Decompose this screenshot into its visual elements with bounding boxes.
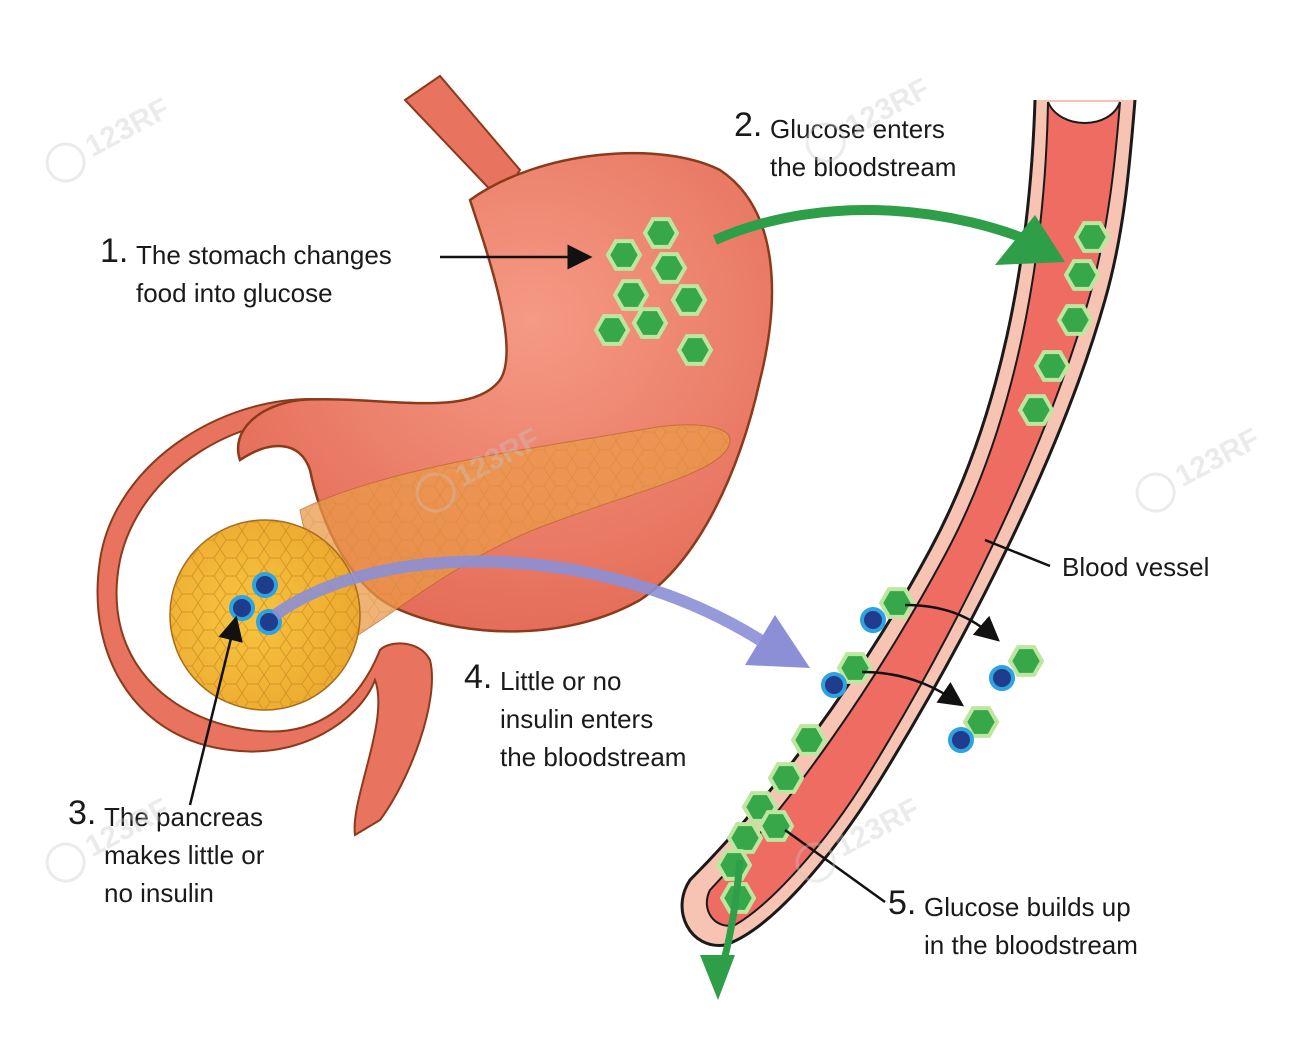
glucose-hexagon xyxy=(715,849,753,881)
step5-line2: in the bloodstream xyxy=(924,930,1138,960)
green-arrow-out-of-vessel xyxy=(700,859,744,1000)
step4-line1: Little or no xyxy=(500,666,622,696)
glucose-hexagon xyxy=(767,762,805,794)
label-step4: 4. Little or no insulin enters the blood… xyxy=(464,658,687,776)
blue-arrow-to-vessel xyxy=(271,555,810,668)
step4-line2: insulin enters xyxy=(500,704,654,734)
step3-line3: no insulin xyxy=(104,878,214,908)
step1-number: 1. xyxy=(100,232,129,270)
glucose-hexagon xyxy=(670,284,708,316)
label-step5: 5. Glucose builds up in the bloodstream xyxy=(888,884,1138,964)
glucose-hexagon xyxy=(1033,350,1071,382)
glucose-molecules xyxy=(593,217,1111,914)
label-blood-vessel: Blood vessel xyxy=(1062,552,1210,582)
glucose-hexagon xyxy=(650,252,688,284)
green-arrow-to-vessel xyxy=(713,204,1065,265)
glucose-hexagon xyxy=(612,279,650,311)
glucose-hexagon xyxy=(1017,394,1055,426)
insulin-dot xyxy=(989,665,1015,691)
glucose-hexagon xyxy=(631,307,669,339)
glucose-hexagon xyxy=(1007,645,1045,677)
glucose-hexagon xyxy=(1063,259,1101,291)
step1-line2: food into glucose xyxy=(136,278,333,308)
glucose-hexagon xyxy=(836,652,874,684)
insulin-dot xyxy=(948,727,974,753)
step4-number: 4. xyxy=(464,658,493,696)
insulin-dot xyxy=(252,572,278,598)
insulin-dot xyxy=(821,672,847,698)
glucose-hexagon xyxy=(1056,304,1094,336)
label-step3: 3. The pancreas makes little or no insul… xyxy=(68,794,265,912)
step3-line2: makes little or xyxy=(104,840,265,870)
glucose-hexagon xyxy=(642,217,680,249)
label-step1: 1. The stomach changes food into glucose xyxy=(100,232,392,312)
step3-line1: The pancreas xyxy=(104,802,263,832)
insulin-dot xyxy=(229,595,255,621)
step5-number: 5. xyxy=(888,884,917,922)
step2-line1: Glucose enters xyxy=(770,114,945,144)
glucose-hexagon xyxy=(1073,221,1111,253)
glucose-hexagon xyxy=(962,706,1000,738)
insulin-dot xyxy=(256,609,282,635)
glucose-hexagon xyxy=(790,724,828,756)
glucose-hexagon xyxy=(605,239,643,271)
insulin-molecules xyxy=(229,572,1015,753)
step4-line3: the bloodstream xyxy=(500,742,687,772)
glucose-hexagon xyxy=(726,822,764,854)
pointer-arrows xyxy=(188,244,1051,904)
step2-number: 2. xyxy=(734,106,763,144)
label-step2: 2. Glucose enters the bloodstream xyxy=(734,106,957,186)
glucose-hexagon xyxy=(757,810,795,842)
glucose-hexagon xyxy=(593,314,631,346)
step2-line2: the bloodstream xyxy=(770,152,957,182)
step5-line1: Glucose builds up xyxy=(924,892,1131,922)
glucose-hexagon xyxy=(676,334,714,366)
step3-number: 3. xyxy=(68,794,97,832)
step1-line1: The stomach changes xyxy=(136,240,392,270)
insulin-dot xyxy=(860,607,886,633)
glucose-hexagon xyxy=(878,587,916,619)
